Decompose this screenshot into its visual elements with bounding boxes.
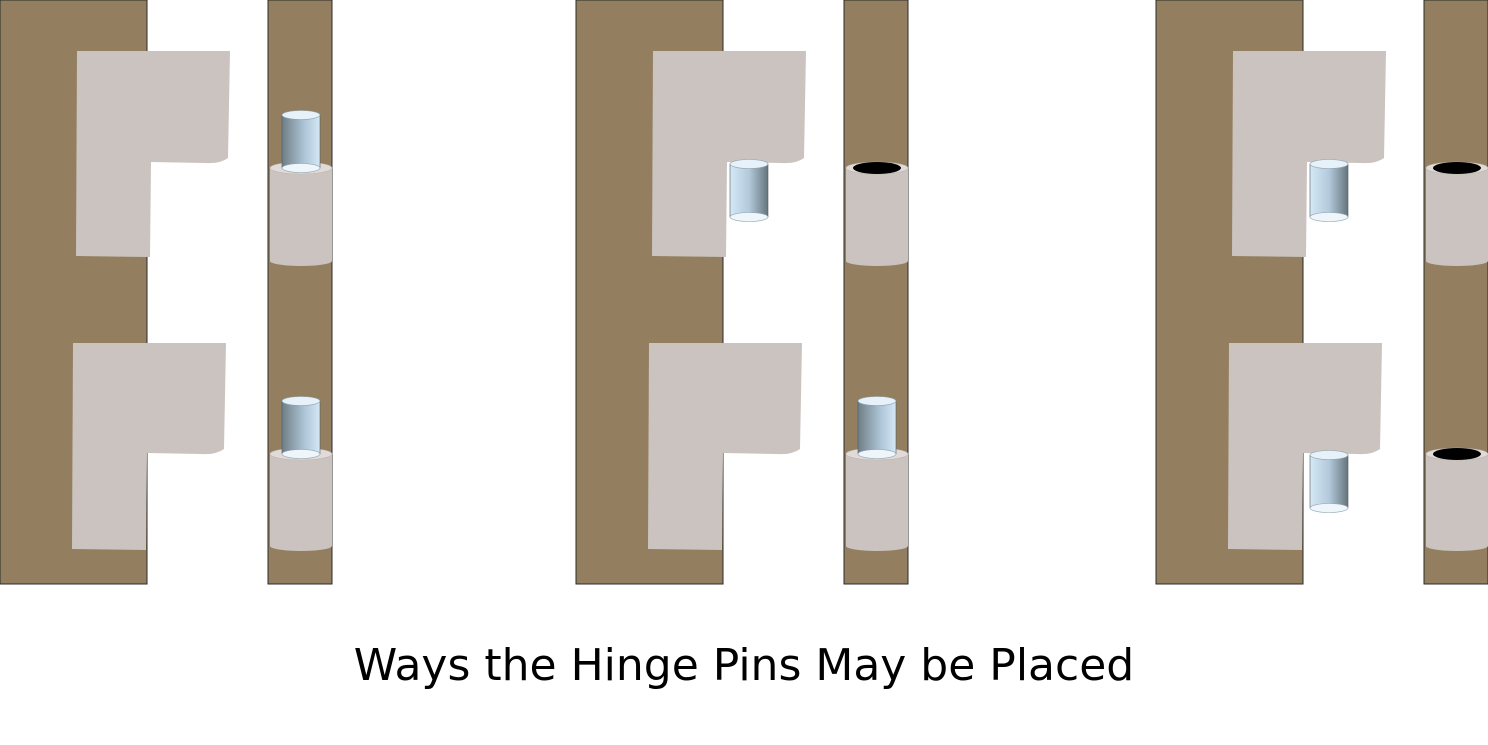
bottom-pin-frame-body	[281, 400, 321, 455]
top-pin-frame-top	[281, 110, 321, 120]
top-frame-barrel	[1425, 161, 1488, 266]
top-barrel-bottom	[1426, 256, 1488, 266]
bottom-barrel-bottom	[1426, 541, 1488, 551]
config-pins-mixed	[575, 0, 909, 585]
bottom-pin-door-end	[1309, 503, 1349, 513]
bottom-pin-frame	[281, 396, 321, 459]
top-pin-door-body	[1309, 163, 1349, 218]
bottom-frame-barrel	[1425, 447, 1488, 551]
bottom-pin-door-top	[1309, 450, 1349, 460]
top-pin-hole	[853, 162, 901, 174]
bottom-door-leaf	[1228, 343, 1382, 550]
hinge-diagram	[0, 0, 1488, 585]
top-pin-door-top	[729, 159, 769, 169]
top-frame-barrel	[269, 161, 333, 266]
bottom-door-leaf	[72, 343, 226, 550]
top-door-leaf	[1232, 51, 1386, 257]
top-barrel-body	[846, 168, 908, 261]
bottom-pin-frame	[857, 396, 897, 459]
top-barrel-bottom	[846, 256, 908, 266]
bottom-pin-door	[1309, 450, 1349, 513]
bottom-barrel-body	[1426, 454, 1488, 546]
config-pins-on-frame	[0, 0, 333, 585]
top-pin-door-body	[729, 163, 769, 218]
top-frame-barrel	[845, 161, 909, 266]
bottom-barrel-bottom	[270, 541, 332, 551]
bottom-pin-door-body	[1309, 454, 1349, 509]
bottom-pin-hole	[1433, 448, 1481, 460]
bottom-barrel-body	[270, 454, 332, 546]
top-pin-frame	[281, 110, 321, 173]
bottom-pin-frame-body	[857, 400, 897, 455]
bottom-pin-frame-top	[281, 396, 321, 406]
diagram-caption: Ways the Hinge Pins May be Placed	[353, 640, 1135, 691]
top-barrel-body	[270, 168, 332, 261]
top-barrel-body	[1426, 168, 1488, 261]
top-pin-door	[1309, 159, 1349, 222]
top-pin-door-end	[1309, 212, 1349, 222]
bottom-pin-frame-end	[857, 449, 897, 459]
bottom-pin-frame-top	[857, 396, 897, 406]
top-door-leaf	[76, 51, 230, 257]
top-barrel-bottom	[270, 256, 332, 266]
bottom-door-leaf	[648, 343, 802, 550]
bottom-frame-barrel	[845, 447, 909, 551]
bottom-frame-barrel	[269, 447, 333, 551]
top-pin-frame-end	[281, 163, 321, 173]
top-pin-door-end	[729, 212, 769, 222]
top-door-leaf	[652, 51, 806, 257]
top-pin-door-top	[1309, 159, 1349, 169]
top-pin-hole	[1433, 162, 1481, 174]
config-pins-on-door	[1155, 0, 1488, 585]
top-pin-door	[729, 159, 769, 222]
bottom-pin-frame-end	[281, 449, 321, 459]
bottom-barrel-bottom	[846, 541, 908, 551]
bottom-barrel-body	[846, 454, 908, 546]
top-pin-frame-body	[281, 114, 321, 169]
